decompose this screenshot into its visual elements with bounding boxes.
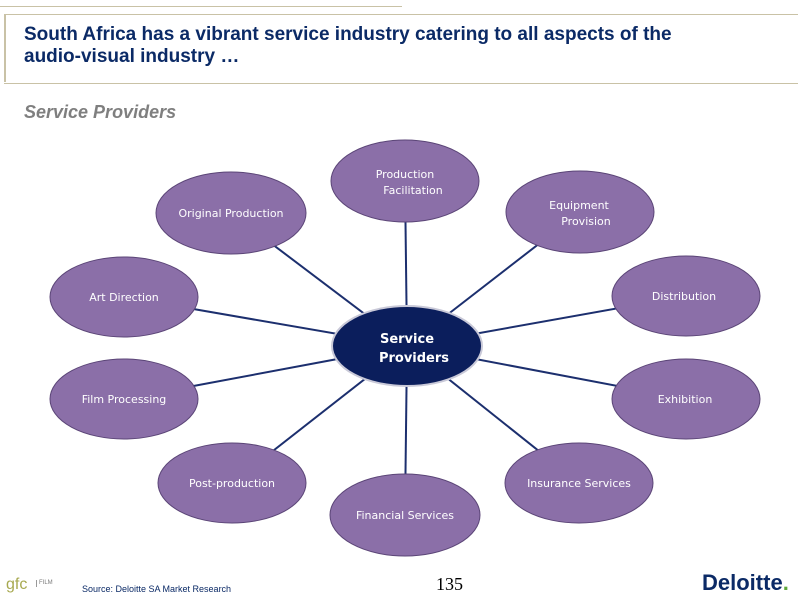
node-ellipse-film-processing xyxy=(49,358,199,440)
center-label-line2: Providers xyxy=(379,351,449,366)
node-film-processing: Film Processing xyxy=(49,358,199,440)
center-ellipse xyxy=(331,305,483,387)
gfc-logo: gfc xyxy=(6,576,28,593)
node-exhibition: Exhibition xyxy=(611,358,761,440)
node-label-insurance-services: Insurance Services xyxy=(527,477,631,490)
node-label-distribution: Distribution xyxy=(652,290,716,303)
node-ellipse-post-production xyxy=(157,442,307,524)
deloitte-logo-dot: . xyxy=(782,570,789,595)
gfc-logo-sub: FILM xyxy=(36,580,59,587)
node-label-exhibition: Exhibition xyxy=(658,393,713,406)
node-ellipse-financial-services xyxy=(329,473,481,557)
section-subtitle: Service Providers xyxy=(24,102,177,122)
page-number: 135 xyxy=(436,574,463,594)
node-label-equipment-provision: Equipment xyxy=(549,199,609,212)
node-label-film-processing: Film Processing xyxy=(82,393,167,406)
node-label-line2-production-facilitation: Facilitation xyxy=(383,184,442,197)
deloitte-logo: Deloitte. xyxy=(702,570,789,596)
center-node: Service Providers xyxy=(331,305,483,387)
header-top-rule xyxy=(0,6,402,7)
node-post-production: Post-production xyxy=(157,442,307,524)
header-left-rule xyxy=(4,14,6,82)
node-ellipse-distribution xyxy=(611,255,761,337)
node-insurance-services: Insurance Services xyxy=(504,442,654,524)
node-original-production: Original Production xyxy=(155,171,307,255)
nodes: ProductionFacilitationEquipmentProvision… xyxy=(49,139,761,557)
node-ellipse-original-production xyxy=(155,171,307,255)
node-ellipse-production-facilitation xyxy=(330,139,480,223)
node-ellipse-equipment-provision xyxy=(505,170,655,254)
node-label-financial-services: Financial Services xyxy=(356,509,454,522)
node-art-direction: Art Direction xyxy=(49,256,199,338)
node-ellipse-insurance-services xyxy=(504,442,654,524)
node-financial-services: Financial Services xyxy=(329,473,481,557)
node-label-line2-equipment-provision: Provision xyxy=(561,215,611,228)
page-title: South Africa has a vibrant service indus… xyxy=(24,24,672,67)
node-label-art-direction: Art Direction xyxy=(89,291,159,304)
node-label-post-production: Post-production xyxy=(189,477,275,490)
node-label-original-production: Original Production xyxy=(178,207,283,220)
deloitte-logo-text: Deloitte xyxy=(702,570,783,595)
node-ellipse-art-direction xyxy=(49,256,199,338)
header-frame xyxy=(4,14,798,84)
node-distribution: Distribution xyxy=(611,255,761,337)
center-label-line1: Service xyxy=(380,332,434,347)
node-ellipse-exhibition xyxy=(611,358,761,440)
source-note: Source: Deloitte SA Market Research xyxy=(82,584,232,594)
node-label-production-facilitation: Production xyxy=(376,168,435,181)
